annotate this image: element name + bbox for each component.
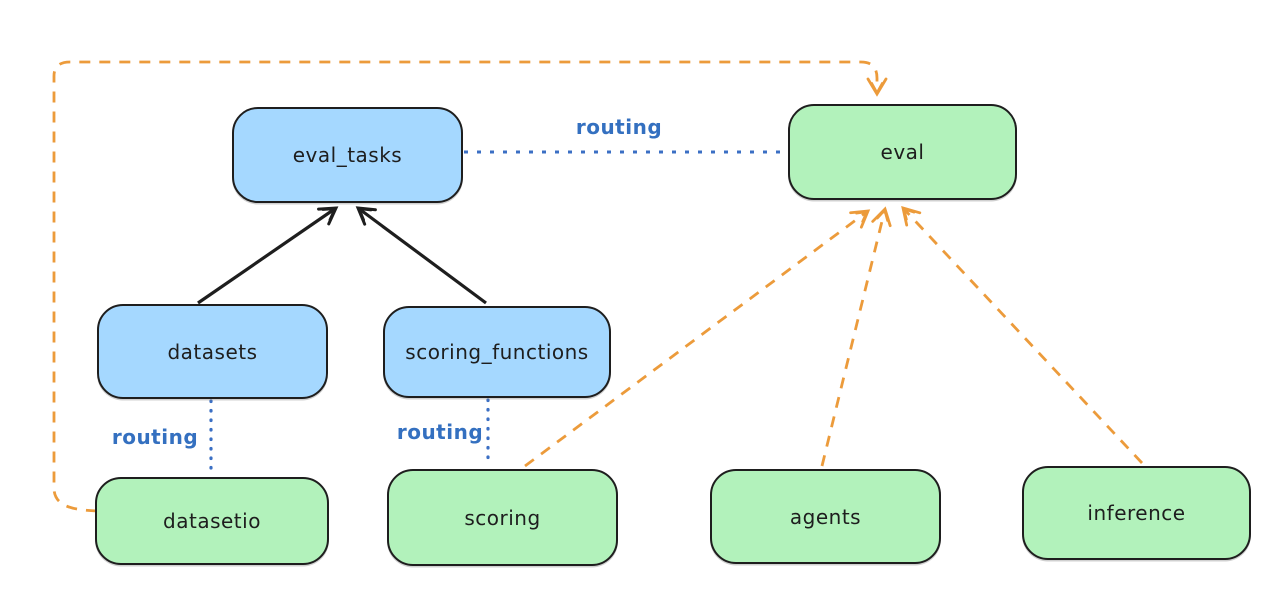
node-scoring: scoring (387, 469, 618, 566)
node-inference-label: inference (1087, 501, 1186, 525)
edge-inference-eval (901, 206, 1144, 464)
node-inference: inference (1022, 466, 1251, 560)
node-scoring-label: scoring (464, 505, 541, 530)
node-eval: eval (788, 104, 1017, 200)
node-scoring-functions-label: scoring_functions (405, 340, 589, 364)
node-eval-tasks-label: eval_tasks (292, 143, 403, 167)
node-datasets: datasets (97, 304, 328, 399)
node-agents: agents (710, 469, 941, 564)
edge-label-routing-eval_tasks-eval: routing (575, 115, 663, 139)
node-datasets-label: datasets (167, 339, 258, 364)
edge-label-routing-scoring_functions-scoring: routing (396, 420, 484, 444)
edge-label-routing-datasets-datasetio: routing (111, 425, 199, 449)
edge-datasets-eval_tasks (197, 206, 339, 305)
edge-agents-eval (820, 206, 892, 467)
node-agents-label: agents (789, 504, 862, 529)
node-datasetio-label: datasetio (163, 509, 261, 533)
edge-scoring_functions-eval_tasks (355, 206, 487, 305)
node-datasetio: datasetio (95, 477, 329, 565)
node-eval-tasks: eval_tasks (232, 107, 463, 203)
node-scoring-functions: scoring_functions (383, 306, 611, 398)
node-eval-label: eval (880, 140, 925, 164)
